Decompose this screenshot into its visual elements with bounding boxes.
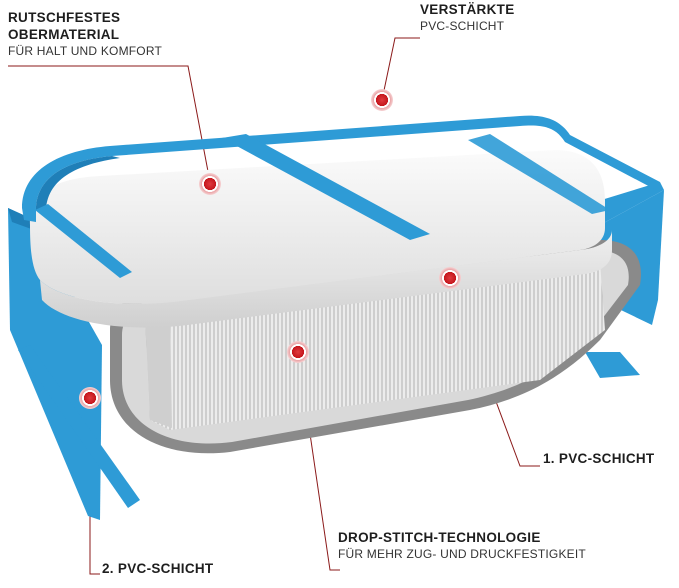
pvc-layer-2-title: 2. PVC-SCHICHT (102, 561, 214, 576)
reinforced-layer-label: VERSTÄRKTE PVC-SCHICHT (420, 2, 515, 34)
reinforcement-strip-left (35, 204, 132, 278)
pvc-layer-1-label: 1. PVC-SCHICHT (543, 451, 654, 468)
leader-top-material (8, 65, 211, 183)
markers (79, 89, 461, 409)
marker-pvc-layer-1 (439, 267, 461, 289)
marker-top-material (199, 173, 221, 195)
pvc-layer-2-left-panel-edge (8, 208, 34, 230)
pvc-layer-2-front-strip (18, 345, 140, 508)
leader-reinforced (381, 37, 420, 101)
marker-reinforced (371, 89, 393, 111)
drop-stitch-core-shade (145, 312, 172, 428)
top-material-subtitle: FÜR HALT UND KOMFORT (8, 43, 163, 58)
top-material-title-line1: RUTSCHFESTES (8, 10, 121, 25)
reinforced-layer-subtitle: PVC-SCHICHT (420, 18, 505, 33)
drop-stitch-title: DROP-STITCH-TECHNOLOGIE (338, 530, 541, 545)
marker-pvc-layer-2 (79, 387, 101, 409)
pvc-layer-1-title: 1. PVC-SCHICHT (543, 451, 655, 466)
top-material-surface (29, 150, 606, 304)
reinforced-pvc-top-band (22, 115, 660, 222)
top-material-title-line2: OBERMATERIAL (8, 26, 120, 42)
pvc-layer-2-left-panel (8, 208, 102, 520)
pvc-right-bottom-strip (585, 352, 640, 378)
top-material-label: RUTSCHFESTES OBERMATERIAL FÜR HALT UND K… (8, 10, 162, 59)
pvc-layer-2-label: 2. PVC-SCHICHT (102, 561, 213, 578)
reinforcement-strip-middle (222, 134, 430, 240)
marker-drop-stitch (287, 341, 309, 363)
top-material-front-edge (40, 230, 612, 328)
reinforced-layer-title: VERSTÄRKTE (420, 2, 515, 17)
reinforcement-strip-right (468, 134, 610, 214)
drop-stitch-subtitle: FÜR MEHR ZUG- UND DRUCKFESTIGKEIT (338, 546, 586, 561)
drop-stitch-label: DROP-STITCH-TECHNOLOGIE FÜR MEHR ZUG- UN… (338, 530, 586, 562)
